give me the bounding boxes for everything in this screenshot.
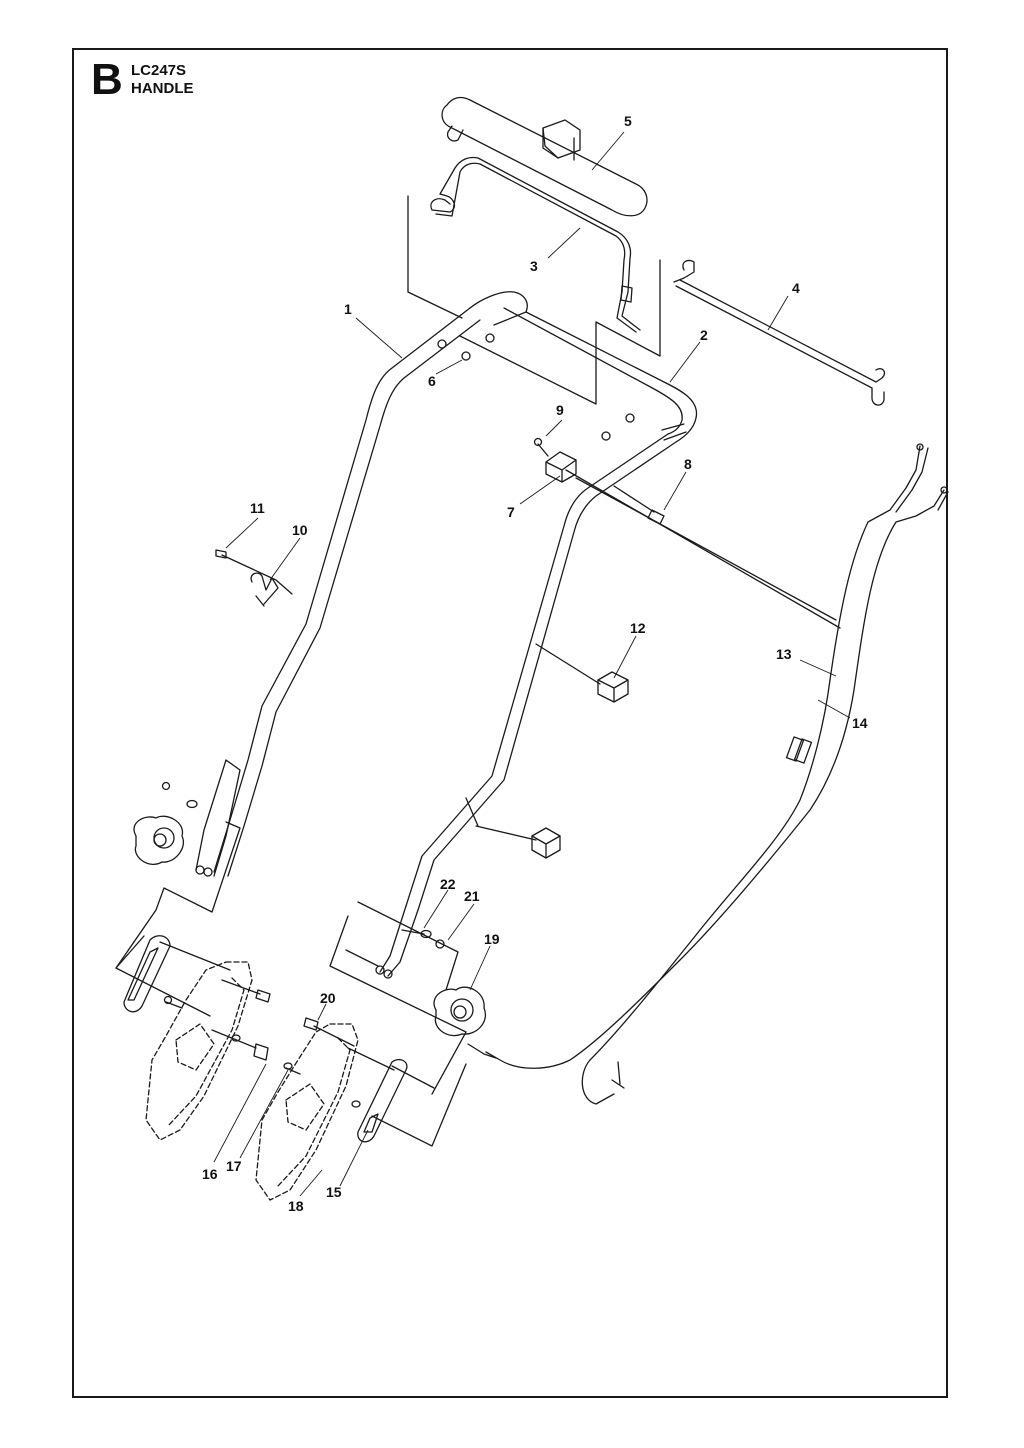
callout-11: 11 xyxy=(250,500,265,516)
left-wheel-bracket-dashed xyxy=(145,961,253,1141)
washer-left-1 xyxy=(161,781,171,791)
section-letter: B xyxy=(91,55,123,104)
part-16-bolt xyxy=(253,1043,269,1061)
callout-20: 20 xyxy=(320,990,336,1006)
left-slot-bracket xyxy=(123,935,171,1013)
part-20-bolt xyxy=(303,1017,319,1031)
callout-8: 8 xyxy=(684,456,692,472)
part-19-knob xyxy=(433,986,487,1037)
part-6-nuts xyxy=(437,333,635,441)
part-11-bolt xyxy=(215,549,227,559)
part-13-cable xyxy=(485,489,949,1069)
part-10-cable-hook xyxy=(250,572,279,607)
part-17-washer xyxy=(283,1062,293,1070)
callout-10: 10 xyxy=(292,522,308,538)
part-2-upper-handle-right xyxy=(375,307,698,979)
diagram-frame xyxy=(72,48,948,1398)
callout-15: 15 xyxy=(326,1184,342,1200)
cable-sleeve xyxy=(793,738,813,764)
callout-16: 16 xyxy=(202,1166,218,1182)
section-title: HANDLE xyxy=(131,80,194,97)
part-7-cable-clip xyxy=(545,451,577,483)
washer-left-2 xyxy=(186,799,198,809)
callout-1: 1 xyxy=(344,301,352,317)
callout-18: 18 xyxy=(288,1198,304,1214)
callout-14: 14 xyxy=(852,715,868,731)
callout-22: 22 xyxy=(440,876,456,892)
part-5-handle-grip xyxy=(441,96,648,217)
cable-clip-lower xyxy=(531,827,561,859)
callout-3: 3 xyxy=(530,258,538,274)
callout-2: 2 xyxy=(700,327,708,343)
callout-17: 17 xyxy=(226,1158,242,1174)
right-bracket-washer xyxy=(351,1100,361,1108)
callout-12: 12 xyxy=(630,620,646,636)
callout-21: 21 xyxy=(464,888,480,904)
part-1-upper-handle-left xyxy=(195,291,528,877)
callout-13: 13 xyxy=(776,646,792,662)
part-15-slot-bracket xyxy=(357,1058,408,1143)
part-9-nut xyxy=(533,437,543,447)
part-4-brake-rod xyxy=(673,259,886,406)
part-18-right-wheel-bracket-dashed xyxy=(255,1023,359,1201)
left-bracket-nut xyxy=(163,995,173,1005)
model-number: LC247S xyxy=(131,62,187,79)
left-knob xyxy=(133,815,185,865)
callout-5: 5 xyxy=(624,113,632,129)
left-bolt xyxy=(255,989,271,1003)
cable-sleeve-2 xyxy=(785,736,805,762)
part-14-cable xyxy=(581,445,929,1105)
callout-6: 6 xyxy=(428,373,436,389)
callout-19: 19 xyxy=(484,931,500,947)
part-3-bail-wire xyxy=(430,156,641,333)
callout-4: 4 xyxy=(792,280,800,296)
part-21-nut xyxy=(435,939,445,949)
callout-7: 7 xyxy=(507,504,515,520)
part-12-cable-clip xyxy=(597,671,629,703)
callout-9: 9 xyxy=(556,402,564,418)
